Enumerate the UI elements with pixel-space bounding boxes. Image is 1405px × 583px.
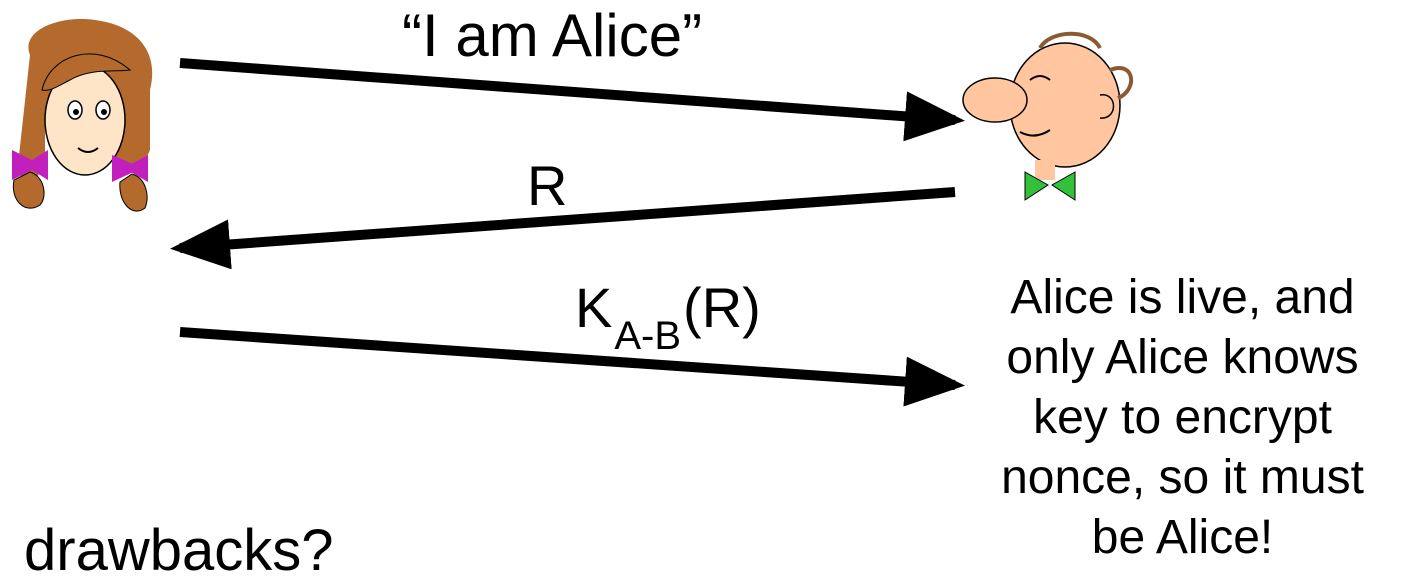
message-label-3-suffix: (R) <box>683 276 761 339</box>
bob-icon <box>962 31 1134 201</box>
message-label-1: “I am Alice” <box>402 2 703 69</box>
alice-icon <box>12 19 153 212</box>
drawbacks-question: drawbacks? <box>24 518 334 583</box>
arrow-bob-to-alice <box>170 187 956 270</box>
message-label-3-subscript: A-B <box>614 314 682 358</box>
message-label-2: R <box>527 154 568 217</box>
message-label-3: KA-B(R) <box>575 280 761 357</box>
arrow-alice-to-bob-2 <box>179 327 965 407</box>
arrow-alice-to-bob-1 <box>179 58 965 142</box>
message-label-3-main: K <box>575 276 613 339</box>
authentication-diagram <box>12 19 1134 407</box>
conclusion-text: Alice is live, and only Alice knows key … <box>1001 271 1364 564</box>
